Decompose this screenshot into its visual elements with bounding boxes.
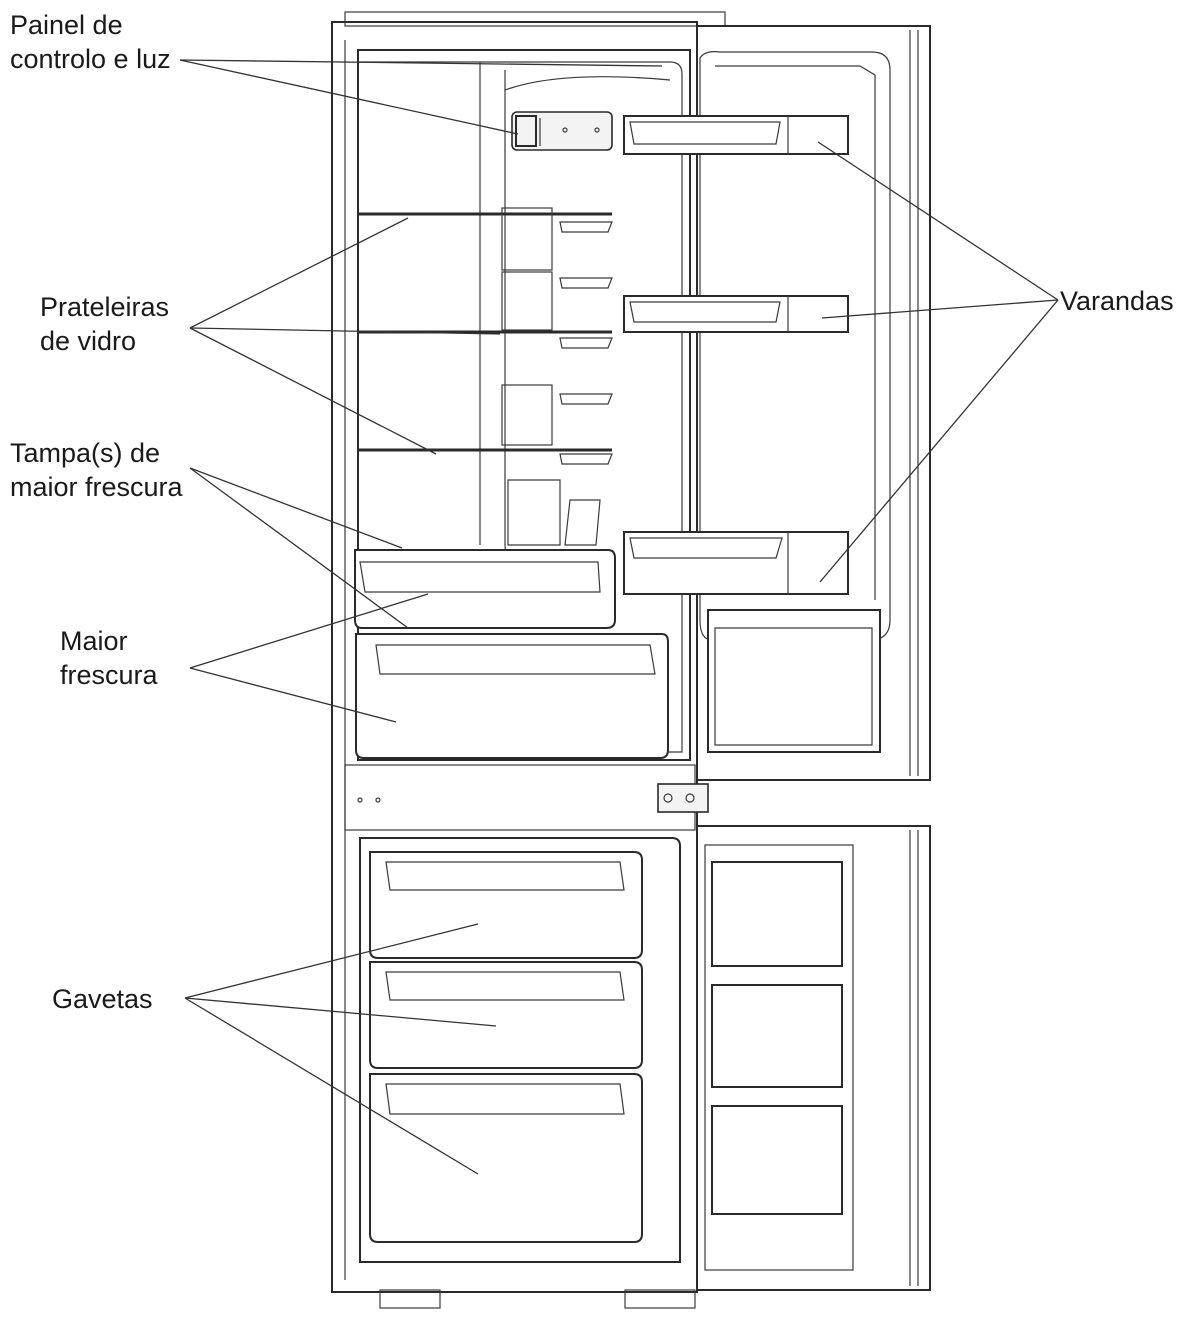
label-crisper: Maior frescura (60, 624, 158, 692)
leader-balcony-2 (821, 299, 1059, 319)
freezer-door-panel-3 (711, 1105, 843, 1215)
control-panel (511, 111, 613, 151)
label-glass-shelves-line-1: Prateleiras (40, 292, 170, 322)
fridge-liner-inner (358, 61, 683, 753)
divider-dot-1 (357, 797, 363, 803)
foot-left (379, 1289, 441, 1309)
label-crisper-line-2: frescura (60, 660, 158, 690)
leader-drawer-1 (184, 923, 479, 999)
leader-lines (179, 59, 1059, 1175)
label-drawers-line-1: Gavetas (52, 984, 153, 1014)
leader-balcony-1 (817, 141, 1059, 301)
freezer-door-outline (696, 825, 931, 1291)
label-glass-shelves: Prateleiras de vidro (40, 290, 169, 358)
label-door-balconies-line-1: Varandas (1060, 286, 1174, 316)
control-panel-dot-2 (594, 127, 600, 133)
divider-panel (344, 764, 696, 831)
freezer-drawer-2-handle (385, 971, 625, 1001)
freezer-drawer-2 (369, 961, 643, 1069)
freezer-liner (359, 837, 681, 1263)
freezer-door-liner (704, 844, 854, 1271)
door-balcony-3-front (629, 532, 789, 594)
divider-dot-2 (375, 797, 381, 803)
shelf-support-3 (501, 384, 553, 446)
crisper-cover-top (354, 549, 616, 629)
hinge-screw-2 (685, 793, 695, 803)
compartment-divider (344, 764, 709, 831)
shelf-support-1 (501, 207, 553, 271)
control-panel-light (515, 115, 537, 147)
freezer-door-panel-2 (711, 984, 843, 1088)
freezer-drawer-3-handle (385, 1083, 625, 1115)
freezer-drawer-3 (369, 1073, 643, 1243)
crisper-drawer-front (355, 633, 669, 759)
label-crisper-line-1: Maior (60, 626, 128, 656)
crisper-cover-handle (359, 561, 601, 593)
freezer-door (696, 825, 931, 1291)
freezer-drawer-1 (369, 851, 643, 959)
door-bottom-bin (707, 609, 881, 753)
rear-duct (507, 479, 601, 546)
control-panel-dot-1 (562, 127, 568, 133)
label-control-panel-line-2: controlo e luz (10, 44, 171, 74)
fridge-door-outline (696, 25, 931, 781)
hinge-screw-1 (663, 793, 673, 803)
leader-crisper-2 (189, 667, 397, 723)
leader-control-panel-2 (179, 59, 663, 67)
leader-crisper-1 (189, 593, 429, 669)
door-balcony-3 (623, 531, 849, 595)
leader-crisper-cover-1 (189, 467, 403, 549)
fridge-door-gasket (715, 65, 876, 600)
leader-glass-shelf-3 (189, 327, 437, 455)
leader-crisper-cover-2 (189, 467, 409, 629)
rear-wall-top (504, 76, 671, 91)
fridge-liner (357, 49, 691, 761)
label-glass-shelves-line-2: de vidro (40, 326, 137, 356)
leader-balcony-3 (819, 299, 1059, 583)
leader-drawer-3 (184, 997, 479, 1175)
door-balcony-2 (623, 295, 849, 333)
crisper-cover (354, 549, 616, 629)
fridge-compartment (354, 49, 691, 761)
freezer-compartment (359, 837, 681, 1263)
label-crisper-covers-line-2: maior frescura (10, 472, 183, 502)
leader-glass-shelf-1 (189, 217, 409, 329)
crisper-drawer-handle (375, 644, 656, 675)
shelf-support-2 (501, 271, 553, 331)
door-balcony-1-front (629, 116, 789, 154)
fridge-door-liner (699, 51, 891, 641)
leader-drawer-2 (184, 997, 497, 1027)
freezer-drawer-1-handle (385, 861, 625, 891)
label-control-panel: Painel de controlo e luz (10, 8, 171, 76)
leader-glass-shelf-2 (189, 327, 501, 335)
label-crisper-covers-line-1: Tampa(s) de (10, 438, 161, 468)
shelf-rails (559, 221, 613, 465)
glass-shelves (358, 207, 613, 546)
door-bottom-bin-inner (714, 627, 873, 746)
label-crisper-covers: Tampa(s) de maior frescura (10, 436, 183, 504)
hinge (657, 783, 709, 813)
cabinet-top-cap (344, 11, 726, 27)
crisper-drawer (355, 633, 669, 759)
foot-right (624, 1289, 696, 1309)
label-drawers: Gavetas (52, 982, 153, 1016)
freezer-door-panel-1 (711, 861, 843, 967)
label-door-balconies: Varandas (1060, 284, 1174, 318)
leader-control-panel-1 (179, 59, 519, 135)
control-panel-housing (511, 111, 613, 151)
label-control-panel-line-1: Painel de (10, 10, 123, 40)
fridge-door (623, 25, 931, 781)
door-balcony-2-front (629, 296, 789, 332)
